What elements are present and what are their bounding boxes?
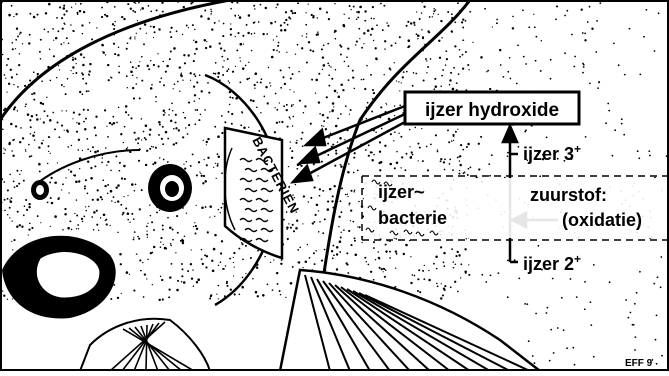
artist-signature: EFF 9 bbox=[625, 358, 653, 369]
oxygen-label: zuurstof: bbox=[530, 185, 607, 205]
iron-bacteria-label-line2: bacterie bbox=[378, 208, 447, 228]
iron2-label: ijzer 2+ bbox=[523, 252, 581, 274]
iron3-label: ijzer 3+ bbox=[523, 142, 581, 164]
oxidation-label: (oxidatie) bbox=[562, 210, 642, 230]
iron-bacteria-label-line1: ijzer~ bbox=[378, 182, 425, 202]
iron-hydroxide-label: ijzer hydroxide bbox=[425, 100, 559, 121]
fish-eye bbox=[148, 164, 192, 212]
iron-hydroxide-box: ijzer hydroxide bbox=[405, 92, 579, 124]
